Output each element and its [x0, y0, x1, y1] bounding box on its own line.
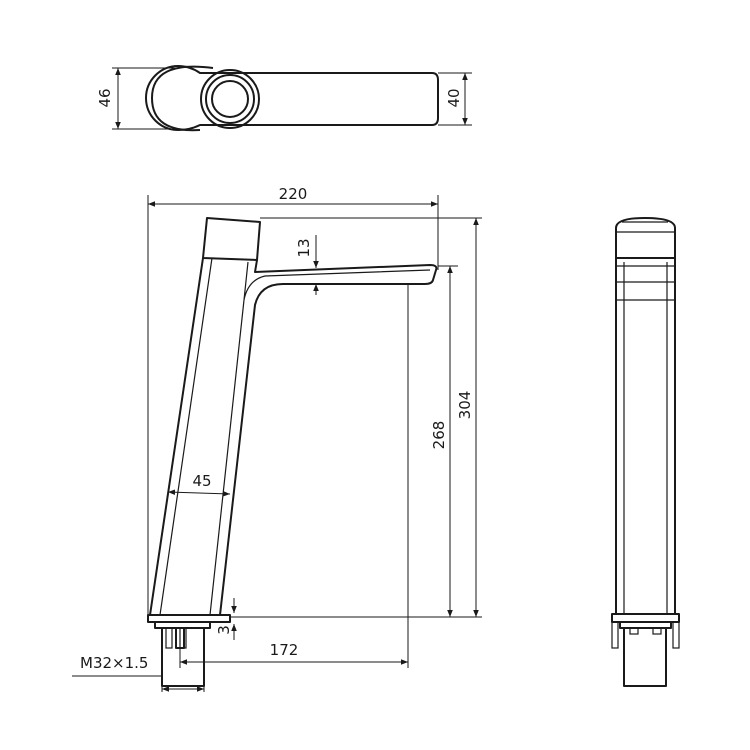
- dim-body-width: 45: [192, 472, 211, 490]
- dim-top-height-right: 40: [445, 88, 463, 107]
- thread-label: M32×1.5: [80, 654, 148, 672]
- dim-outlet-height: 268: [430, 421, 448, 450]
- dim-top-height-left: 46: [96, 88, 114, 107]
- side-view: [611, 217, 680, 687]
- dim-base-gap: 3: [215, 625, 233, 635]
- dim-spout-thickness: 13: [295, 238, 313, 257]
- front-view: 220 13 304 268 45 3 172 M32×1.5: [72, 185, 482, 692]
- dim-overall-height: 304: [456, 391, 474, 420]
- dim-reach: 172: [270, 641, 299, 659]
- dim-overall-width: 220: [279, 185, 308, 203]
- top-view: 46 40: [96, 65, 472, 132]
